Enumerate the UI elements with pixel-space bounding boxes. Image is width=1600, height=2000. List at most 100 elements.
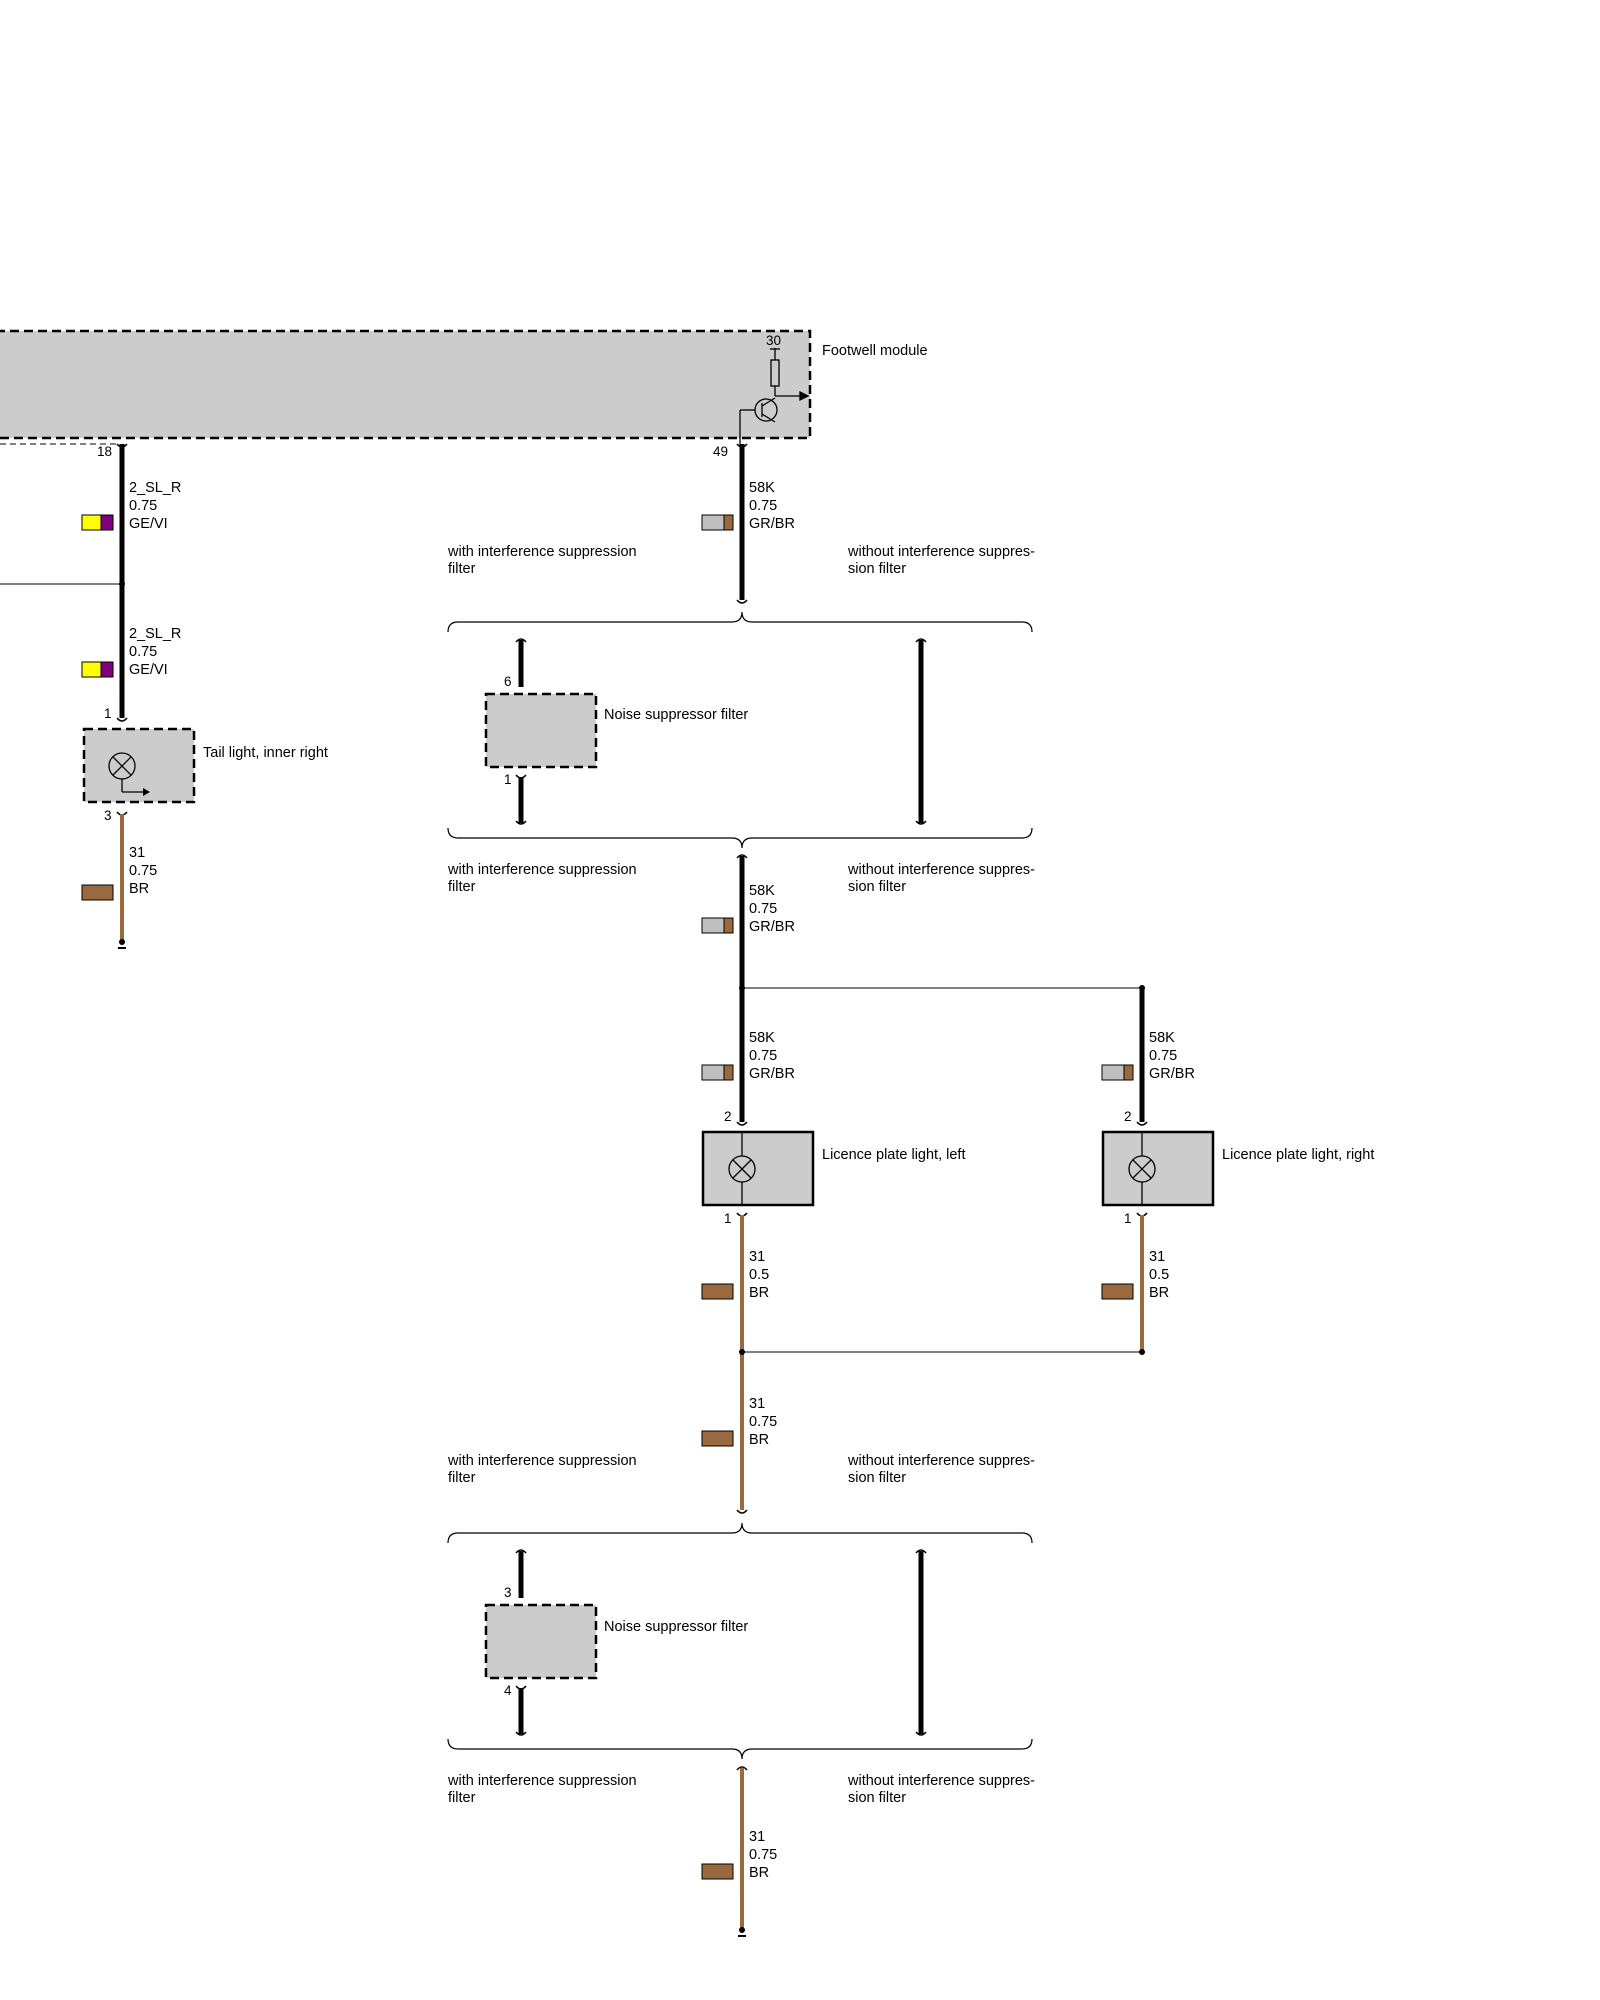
diagram-label: sion filter: [848, 1790, 906, 1806]
diagram-label: GR/BR: [1149, 1066, 1195, 1082]
diagram-label: sion filter: [848, 561, 906, 577]
bypass-wire-upper: [915, 638, 927, 825]
diagram-label: 1: [724, 1211, 732, 1226]
diagram-label: BR: [1149, 1285, 1169, 1301]
bypass-wire-lower: [915, 1549, 927, 1736]
noise-suppressor-filter-lower: [484, 1603, 598, 1680]
diagram-label: 2_SL_R: [129, 626, 181, 642]
tail-light-label: Tail light, inner right: [203, 745, 328, 761]
upper-option-brace-top: [447, 611, 1033, 633]
diagram-label: with interference suppression: [447, 862, 637, 878]
wire-label-31-tail: 31 0.75 BR: [81, 845, 157, 901]
diagram-label: sion filter: [848, 879, 906, 895]
diagram-label: with interference suppression: [447, 544, 637, 560]
diagram-label: 1: [104, 706, 112, 721]
wire-label-58k-left: 58K 0.75 GR/BR: [701, 1030, 795, 1082]
diagram-label: 0.75: [749, 901, 777, 917]
diagram-label: filter: [448, 879, 476, 895]
diagram-label: 0.75: [1149, 1048, 1177, 1064]
lower-option-brace-bottom: [447, 1738, 1033, 1760]
diagram-label: Noise suppressor filter: [604, 1619, 748, 1635]
diagram-label: 0.75: [129, 863, 157, 879]
footwell-module: Footwell module 30 18 49: [0, 329, 928, 459]
diagram-label: 0.75: [749, 1847, 777, 1863]
diagram-label: BR: [129, 881, 149, 897]
pin-18-label: 18: [97, 444, 112, 459]
diagram-label: BR: [749, 1865, 769, 1881]
diagram-label: 58K: [749, 1030, 775, 1046]
licence-plate-light-right-group: 2 Licence plate light, right 1: [1101, 1109, 1374, 1226]
diagram-label: 0.75: [129, 644, 157, 660]
noise-filter-lower-group: 3 Noise suppressor filter 4: [484, 1549, 748, 1736]
diagram-label: 2_SL_R: [129, 480, 181, 496]
diagram-label: GR/BR: [749, 919, 795, 935]
diagram-label: BR: [749, 1432, 769, 1448]
diagram-label: without interference suppres-: [847, 862, 1035, 878]
diagram-label: 0.75: [129, 498, 157, 514]
diagram-label: BR: [749, 1285, 769, 1301]
diagram-label: without interference suppres-: [847, 544, 1035, 560]
licence-plate-light-left: [701, 1130, 815, 1207]
ground-symbol: [118, 939, 126, 949]
diagram-label: Licence plate light, right: [1222, 1147, 1374, 1163]
tail-light-inner-right: [82, 727, 196, 804]
diagram-label: filter: [448, 1790, 476, 1806]
wire-label-2slr-b: 2_SL_R 0.75 GE/VI: [81, 626, 181, 678]
noise-filter-upper-group: 6 Noise suppressor filter 1: [484, 638, 748, 825]
diagram-label: without interference suppres-: [847, 1773, 1035, 1789]
diagram-label: 0.5: [749, 1267, 769, 1283]
diagram-label: 3: [104, 808, 112, 823]
pin-30-label: 30: [766, 333, 781, 348]
tail-light-branch: 2_SL_R 0.75 GE/VI 2_SL_R 0.75 GE/VI 1 Ta…: [0, 443, 328, 949]
lower-option-brace-top: [447, 1522, 1033, 1544]
diagram-label: 1: [1124, 1211, 1132, 1226]
diagram-label: 31: [749, 1829, 765, 1845]
diagram-label: 58K: [1149, 1030, 1175, 1046]
main-58k-branch: 58K 0.75 GR/BR with interference suppres…: [447, 443, 1374, 1937]
diagram-label: 2: [1124, 1109, 1132, 1124]
upper-option-brace-bottom: [447, 827, 1033, 849]
footwell-module-label: Footwell module: [822, 343, 928, 359]
diagram-label: 0.75: [749, 1414, 777, 1430]
diagram-label: 4: [504, 1683, 512, 1698]
pin-49-label: 49: [713, 444, 728, 459]
transistor-symbol: [739, 348, 810, 446]
diagram-label: Licence plate light, left: [822, 1147, 965, 1163]
licence-plate-light-right: [1101, 1130, 1215, 1207]
diagram-label: 0.5: [1149, 1267, 1169, 1283]
wire-label-58k-right: 58K 0.75 GR/BR: [1101, 1030, 1195, 1082]
diagram-label: 3: [504, 1585, 512, 1600]
wire-label-58k-mid: 58K 0.75 GR/BR: [701, 883, 795, 935]
diagram-label: with interference suppression: [447, 1453, 637, 1469]
diagram-label: 0.75: [749, 1048, 777, 1064]
diagram-label: filter: [448, 1470, 476, 1486]
diagram-label: sion filter: [848, 1470, 906, 1486]
diagram-label: filter: [448, 561, 476, 577]
diagram-label: 31: [749, 1249, 765, 1265]
wire-label-31-bottom: 31 0.75 BR: [701, 1829, 777, 1881]
ground-symbol-bottom: [738, 1927, 746, 1937]
licence-plate-light-left-group: 2 Licence plate light, left 1: [701, 1109, 965, 1226]
wire-label-2slr-a: 2_SL_R 0.75 GE/VI: [81, 480, 181, 532]
diagram-label: GE/VI: [129, 662, 168, 678]
wire-label-31-right: 31 0.5 BR: [1101, 1249, 1169, 1301]
diagram-label: 58K: [749, 883, 775, 899]
diagram-label: 6: [504, 674, 512, 689]
diagram-label: GE/VI: [129, 516, 168, 532]
diagram-label: 31: [129, 845, 145, 861]
noise-suppressor-filter-upper: [484, 692, 598, 769]
diagram-label: 31: [749, 1396, 765, 1412]
diagram-label: 31: [1149, 1249, 1165, 1265]
wire-label-58k-top: 58K 0.75 GR/BR: [701, 480, 795, 532]
wire-label-31-left: 31 0.5 BR: [701, 1249, 769, 1301]
diagram-label: with interference suppression: [447, 1773, 637, 1789]
diagram-label: without interference suppres-: [847, 1453, 1035, 1469]
diagram-label: 2: [724, 1109, 732, 1124]
diagram-label: 0.75: [749, 498, 777, 514]
diagram-label: GR/BR: [749, 1066, 795, 1082]
diagram-label: GR/BR: [749, 516, 795, 532]
diagram-label: Noise suppressor filter: [604, 707, 748, 723]
diagram-label: 58K: [749, 480, 775, 496]
diagram-label: 1: [504, 772, 512, 787]
